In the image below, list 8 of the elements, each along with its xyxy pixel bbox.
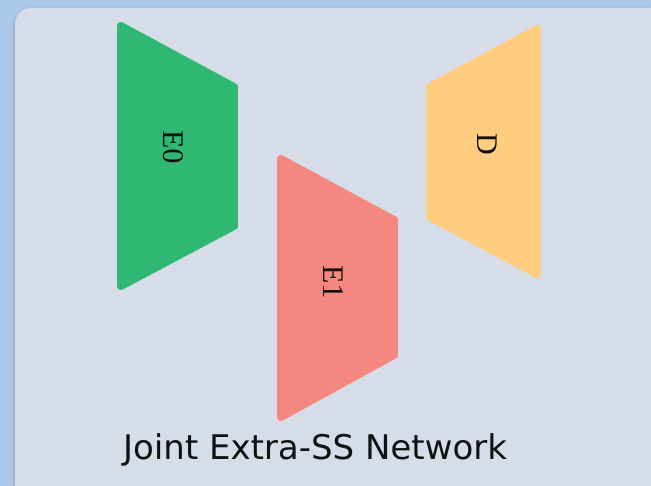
trapezoid-block xyxy=(117,22,238,290)
panel-title: Joint Extra-SS Network xyxy=(123,428,507,468)
panel-background xyxy=(15,8,651,486)
block-label: E0 xyxy=(155,130,189,164)
trapezoid-block xyxy=(426,25,541,278)
block-label: D xyxy=(469,133,503,155)
trapezoid-block xyxy=(277,155,398,421)
block-label: E1 xyxy=(315,265,349,298)
